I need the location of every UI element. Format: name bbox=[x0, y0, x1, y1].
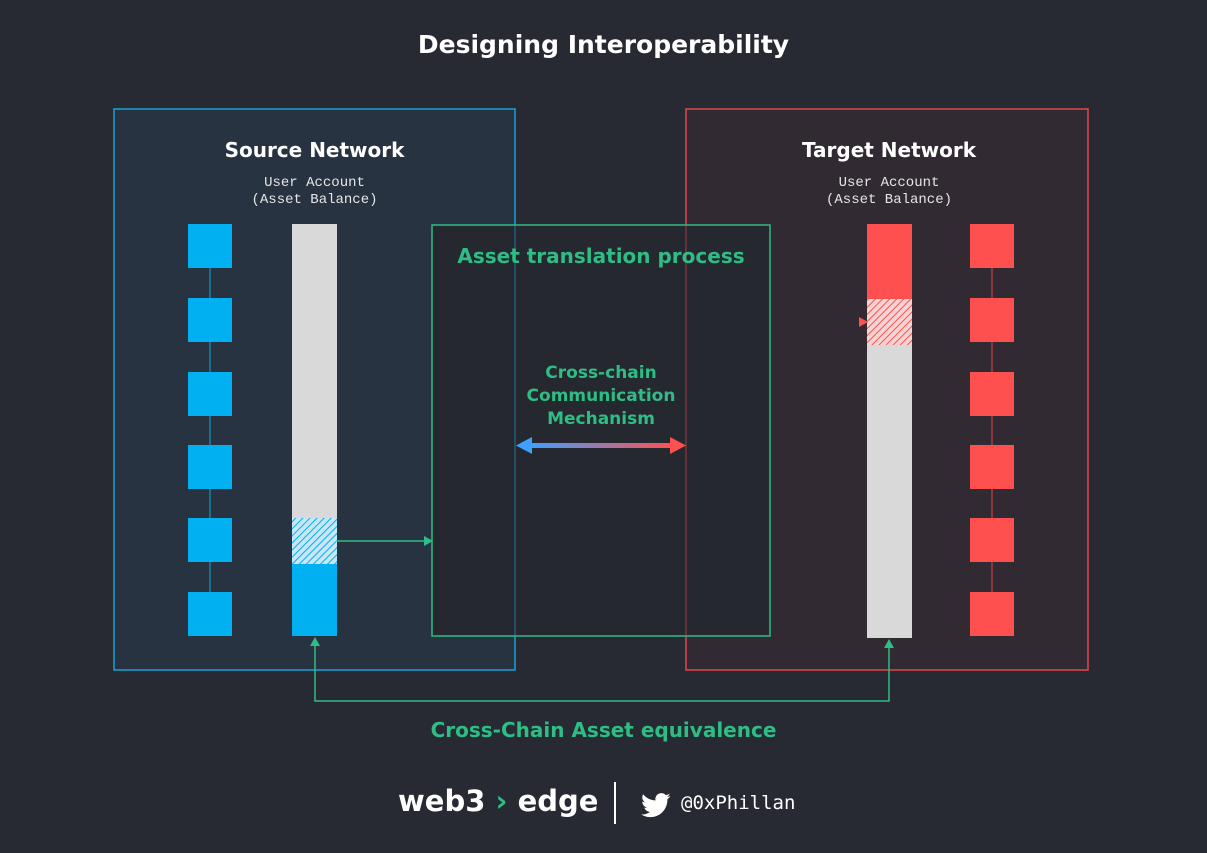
brand-edge: edge bbox=[517, 784, 599, 818]
source-balance-filled bbox=[292, 564, 337, 636]
page-title: Designing Interoperability bbox=[417, 30, 790, 59]
target-block bbox=[970, 445, 1014, 489]
source-block bbox=[188, 372, 232, 416]
source-block bbox=[188, 298, 232, 342]
target-block bbox=[970, 518, 1014, 562]
source-network-title: Source Network bbox=[224, 138, 405, 162]
communication-mechanism-label: Cross-chain Communication Mechanism bbox=[432, 362, 770, 431]
source-block bbox=[188, 592, 232, 636]
source-to-process-arrowhead bbox=[424, 536, 433, 546]
mechanism-line1: Cross-chain bbox=[545, 363, 657, 383]
target-balance-filled bbox=[867, 224, 912, 299]
brand-web3: web3 bbox=[398, 784, 486, 818]
target-balance-transfer bbox=[867, 299, 912, 345]
asset-translation-title: Asset translation process bbox=[457, 244, 745, 268]
source-balance-empty bbox=[292, 224, 337, 518]
target-account-line1: User Account bbox=[838, 175, 940, 191]
communication-arrow-shaft bbox=[530, 443, 672, 448]
target-account-line2: (Asset Balance) bbox=[825, 192, 953, 208]
target-block bbox=[970, 592, 1014, 636]
brand-chevron-icon: › bbox=[495, 784, 508, 818]
equivalence-arrowhead-target bbox=[884, 639, 894, 648]
equivalence-connector bbox=[314, 645, 890, 702]
target-block bbox=[970, 224, 1014, 268]
target-balance-empty bbox=[867, 345, 912, 638]
mechanism-line2: Communication bbox=[526, 386, 676, 406]
web3edge-logo: web3 › edge bbox=[398, 784, 598, 818]
equivalence-label: Cross-Chain Asset equivalence bbox=[430, 718, 777, 742]
target-account-label: User Account (Asset Balance) bbox=[688, 175, 1090, 209]
communication-arrow-right-head bbox=[670, 437, 686, 454]
source-block bbox=[188, 445, 232, 489]
twitter-bird-icon bbox=[641, 793, 671, 818]
source-balance-transfer bbox=[292, 518, 337, 564]
source-account-label: User Account (Asset Balance) bbox=[114, 175, 515, 209]
twitter-handle[interactable]: @0xPhillan bbox=[681, 792, 796, 814]
equivalence-arrowhead-source bbox=[310, 637, 320, 646]
communication-arrow-left-head bbox=[516, 437, 532, 454]
mechanism-line3: Mechanism bbox=[547, 409, 655, 429]
source-account-line1: User Account bbox=[264, 175, 365, 191]
target-block bbox=[970, 298, 1014, 342]
process-to-target-arrowhead bbox=[859, 317, 868, 327]
target-block bbox=[970, 372, 1014, 416]
source-block bbox=[188, 224, 232, 268]
source-block bbox=[188, 518, 232, 562]
target-network-title: Target Network bbox=[801, 138, 977, 162]
asset-translation-box bbox=[431, 224, 771, 637]
source-account-line2: (Asset Balance) bbox=[251, 192, 378, 208]
